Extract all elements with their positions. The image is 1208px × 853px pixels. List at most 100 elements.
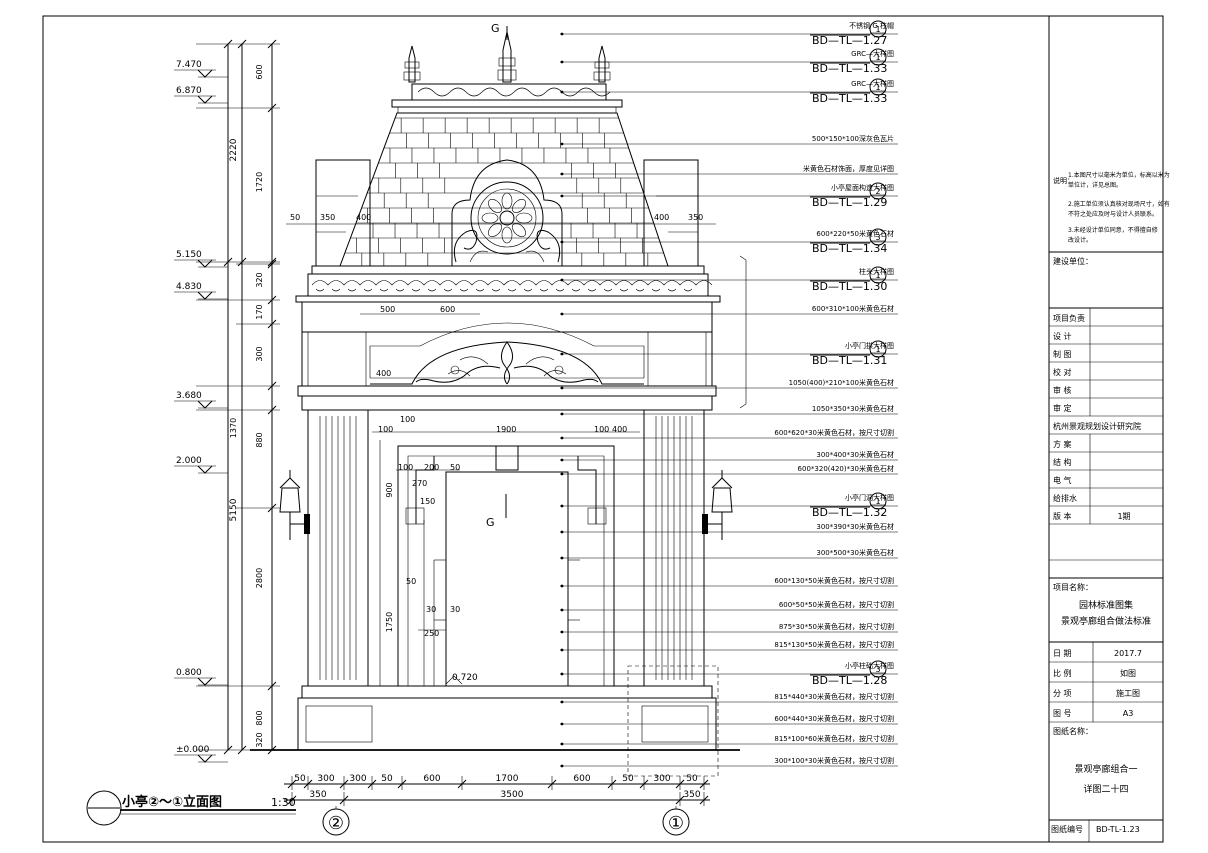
callout-text: 600*320(420)*30米黄色石材 [798,464,894,473]
callout-text: 300*100*30米黄色石材，按尺寸切割 [774,756,894,765]
title-row-label: 制 图 [1053,349,1072,359]
dim-bottom-2: 350 [309,790,326,800]
callout-text: 1050(400)*210*100米黄色石材 [789,378,894,387]
dimension-lines: 2220515060017203201703008802800800320137… [196,39,280,755]
callout-bubble [869,78,887,96]
dim-bottom-1: 50 [381,774,393,784]
note-line-4: 不符之处应及时与设计人员联系。 [1068,210,1158,218]
dim-inner: 1750 [385,612,394,632]
wall-lamp-left [279,470,310,540]
callout-bubble [869,266,887,284]
dim-door: 100 [594,425,609,434]
door-opening [445,471,569,686]
dim-inner: 150 [420,497,435,506]
arch-ornament [415,341,599,385]
callout-code: BD—TL—1.32 [812,506,887,519]
dim-frieze: 500 [380,305,395,314]
dim-inner: 250 [424,629,439,638]
dim-roof: 350 [320,213,335,222]
floor-level-mark: 0.720 [452,673,478,683]
callout-text: 500*150*100深灰色瓦片 [812,134,894,143]
dim-inner: 30 [426,605,436,614]
title-row-label: 结 构 [1053,457,1072,467]
dim-inner: 900 [385,482,394,497]
dim-bottom-1: 50 [294,774,306,784]
callout-annotations: 不锈钢 G 柱帽1BD—TL—1.27GRC—大样图1BD—TL—1.33GRC… [560,20,898,768]
callout-text: 600*620*30米黄色石材，按尺寸切割 [774,428,894,437]
callout-ref: 1 [875,25,880,34]
callout-title: 小亭柱础大样图 [845,661,894,670]
callout-title: 600*220*50米黄色石材 [816,229,894,238]
callout-ref: 1 [875,83,880,92]
column-left [307,409,369,687]
dim-vert-inner: 1720 [255,172,264,192]
elevation-label: 0.800 [176,668,202,678]
callout-code: BD—TL—1.34 [812,242,887,255]
drawing-label: 图纸名称： [1053,726,1093,736]
axis-mark-2: ② [328,813,344,834]
callout-ref: 1 [875,497,880,506]
title-row-label: 项目负责 [1053,313,1085,323]
dim-bottom-1: 300 [349,774,366,784]
drawing-title-text: 小亭②～①立面图 [122,794,222,810]
dim-roof: 400 [356,213,371,222]
callout-title: GRC—大样图 [851,79,894,88]
callout-ref: 1 [875,53,880,62]
dim-bottom-1: 50 [622,774,634,784]
callout-text: 815*100*60米黄色石材，按尺寸切割 [774,734,894,743]
axis-bubble-2 [322,808,350,836]
keystone [495,445,519,471]
callout-bubble [869,492,887,510]
note-line-1: 1.本图尺寸以毫米为单位，标高以米为 [1068,171,1170,179]
sheet-border [42,15,1164,843]
callout-ref: 2 [875,187,880,196]
dim-vert-inner: 1370 [229,418,238,438]
roof-dimensions: 50 350 400 400 350 [286,213,716,225]
drawing-title: 小亭②～①立面图 1:30 [86,790,296,826]
dim-vert-inner: 320 [255,272,264,287]
callout-text: 600*310*100米黄色石材 [812,304,894,313]
dim-inner: 50 [406,577,416,586]
meta-value: 施工图 [1116,688,1140,698]
callout-bubble [869,182,887,200]
callout-text: 815*130*50米黄色石材，按尺寸切割 [774,640,894,649]
callout-ref: 1 [875,271,880,280]
dim-inner: 270 [412,479,427,488]
drawing-no: BD-TL-1.23 [1096,825,1140,834]
callout-bubble [869,48,887,66]
roof-tiles [344,117,664,266]
plinth-band [301,685,713,699]
drawing-no-label: 图纸编号 [1051,824,1083,834]
note-line-3: 2.施工单位须认真核对现场尺寸，如有 [1068,200,1170,208]
rose-window-petals [481,192,533,244]
callout-text: 300*390*30米黄色石材 [816,522,894,531]
dim-roof: 350 [688,213,703,222]
meta-value: 2017.7 [1114,649,1142,658]
callout-code: BD—TL—1.28 [812,674,887,687]
callout-ref: 3 [875,665,880,674]
dim-bottom-2: 350 [683,790,700,800]
callout-code: BD—TL—1.33 [812,62,887,75]
callout-title: GRC—大样图 [851,49,894,58]
column-right [643,409,705,687]
callout-bubble [869,660,887,678]
dim-vert-inner: 800 [255,710,264,725]
dim-inner: 30 [450,605,460,614]
dim-roof: 400 [654,213,669,222]
title-block: 说明： 1.本图尺寸以毫米为单位，标高以米为 单位计，详见总图。 2.施工单位须… [1049,171,1170,842]
dim-inner: 100 [398,463,413,472]
rose-window [470,181,544,255]
callout-ref: 3 [875,233,880,242]
crown-cornice [391,99,623,108]
title-row-label: 审 定 [1053,403,1072,413]
callout-text: 815*440*30米黄色石材，按尺寸切割 [774,692,894,701]
axis-bubble-1 [662,808,690,836]
note-line-5: 3.未经设计单位同意，不得擅自修 [1068,226,1158,234]
callout-code: BD—TL—1.27 [812,34,887,47]
dim-door: 400 [376,369,391,378]
callout-code: BD—TL—1.31 [812,354,887,367]
dim-roof: 50 [290,213,300,222]
